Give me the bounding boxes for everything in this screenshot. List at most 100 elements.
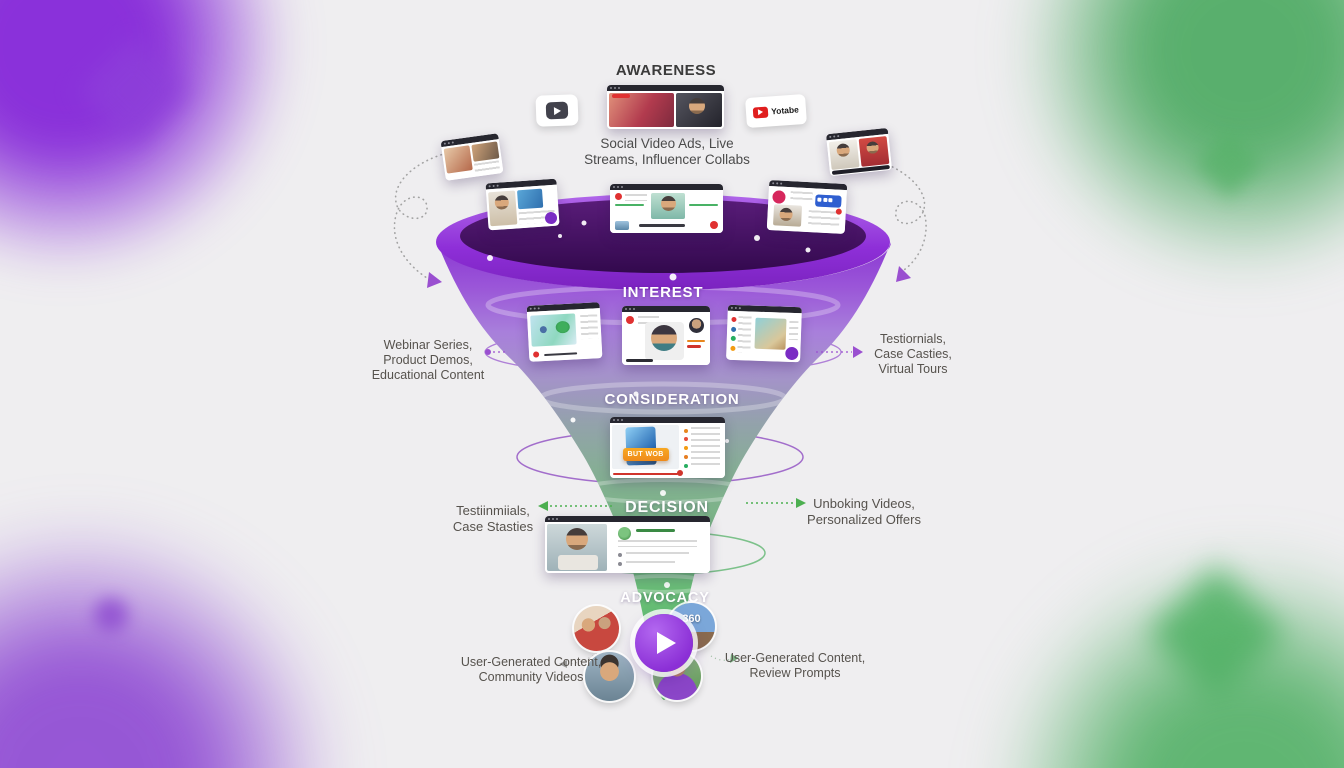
tile-square <box>828 197 833 203</box>
text-lines <box>737 315 752 353</box>
window-controls <box>622 306 710 312</box>
red-line <box>687 344 702 348</box>
photo-thumbnail <box>609 92 674 128</box>
brand-logo-circle <box>617 527 631 541</box>
window-controls <box>610 417 725 423</box>
brand-name-line <box>635 528 676 532</box>
card-content <box>726 310 802 363</box>
stage-label-decision: DECISION <box>625 499 709 516</box>
record-dot <box>835 208 843 216</box>
progress-bar <box>613 473 678 476</box>
interest-right-arrowhead <box>853 346 863 358</box>
dotted-trail-right <box>868 157 927 273</box>
text-lines <box>625 551 689 557</box>
person-face <box>566 528 589 551</box>
browser-card-channel-host <box>622 306 710 365</box>
channel-dot <box>626 316 635 325</box>
green-accent-line <box>689 203 719 206</box>
channel-dot <box>614 193 622 201</box>
video-thumbnail <box>517 188 544 209</box>
tile-square <box>822 197 828 202</box>
shirt-block <box>558 554 598 570</box>
text-lines <box>625 560 676 566</box>
brand-circle <box>772 189 786 204</box>
green-accent-line <box>614 203 644 206</box>
list-dot <box>617 561 622 566</box>
progress-handle <box>676 470 683 477</box>
card-content <box>610 190 723 233</box>
card-content: BUT WOB <box>610 423 725 478</box>
browser-card-testimonial <box>545 516 710 573</box>
browser-card-webinar <box>526 302 603 362</box>
browser-card-rim-left <box>485 178 560 231</box>
dotted-trail-left <box>393 151 452 279</box>
browser-card-float-left <box>440 133 504 181</box>
photo-thumbnail <box>614 220 630 231</box>
host-avatar <box>651 324 678 351</box>
youtube-badge-label: Yotabe <box>770 104 800 117</box>
buy-now-button: BUT WOB <box>622 448 669 462</box>
record-dot <box>710 220 719 229</box>
360-overlay-text: 360 <box>682 613 701 626</box>
play-chip-button <box>545 101 569 120</box>
list-dot <box>730 326 736 332</box>
browser-card-float-right <box>825 127 893 177</box>
photo-thumbnail <box>443 145 473 174</box>
tour-photo <box>754 317 787 350</box>
live-badge <box>611 94 631 98</box>
advocacy-left-arrowhead <box>559 660 567 668</box>
funnel-mouth <box>460 199 866 273</box>
purple-play-dot <box>784 346 799 360</box>
youtube-badge: Yotabe <box>745 93 807 129</box>
text-lines <box>473 160 501 175</box>
text-lines <box>788 320 799 341</box>
card-content <box>485 184 560 231</box>
browser-card-virtual-tour <box>726 304 802 363</box>
play-icon <box>657 632 676 654</box>
purple-play-dot <box>544 212 558 225</box>
text-lines <box>624 194 648 202</box>
dark-line <box>639 224 685 227</box>
ugc-avatar-man <box>585 652 634 701</box>
record-dot <box>533 351 540 358</box>
webinar-screen <box>530 313 577 347</box>
list-dot <box>617 552 622 557</box>
stage-label-consideration: CONSIDERATION <box>604 391 740 408</box>
interest-left-connector-dot <box>485 349 491 355</box>
stage-label-advocacy: ADVOCACY <box>620 590 710 606</box>
play-icon <box>553 106 561 115</box>
browser-card-rim-center <box>610 184 723 233</box>
decision-right-arrowhead <box>796 498 806 508</box>
photo-thumbnail <box>470 141 500 162</box>
ugc-avatar-family <box>574 606 619 651</box>
interest-right-note: Testiornials, Case Casties, Virtual Tour… <box>874 332 952 376</box>
card-content <box>766 185 847 235</box>
sidebar-dot <box>683 428 688 433</box>
text-lines <box>637 316 659 326</box>
list-dot <box>730 346 736 352</box>
sparkle-dots <box>487 210 811 588</box>
trail-arrowhead-left <box>427 272 442 288</box>
window-controls <box>607 85 724 91</box>
play-chip <box>535 94 579 127</box>
sidebar-lines <box>690 427 721 467</box>
awareness-description: Social Video Ads, Live Streams, Influenc… <box>584 136 750 168</box>
card-content <box>607 91 724 129</box>
card-content <box>526 308 603 362</box>
advocacy-right-note: User-Generated Content, Review Prompts <box>724 651 866 680</box>
advocacy-play-button <box>635 614 693 672</box>
text-lines <box>617 540 697 548</box>
card-content <box>826 133 893 177</box>
list-dot <box>730 336 736 342</box>
stage-label-awareness: AWARENESS <box>615 62 717 79</box>
sidebar-dot <box>683 437 688 442</box>
browser-card-product: BUT WOB <box>610 417 725 478</box>
decision-left-note: Testiinmiials, Case Stasties <box>452 503 534 534</box>
sidebar-dot <box>683 446 688 451</box>
window-controls <box>610 184 723 190</box>
card-content <box>545 522 710 573</box>
browser-card-rim-right <box>766 179 848 235</box>
trail-arrowhead-right <box>896 266 911 282</box>
advocacy-right-arrowhead <box>730 654 739 663</box>
